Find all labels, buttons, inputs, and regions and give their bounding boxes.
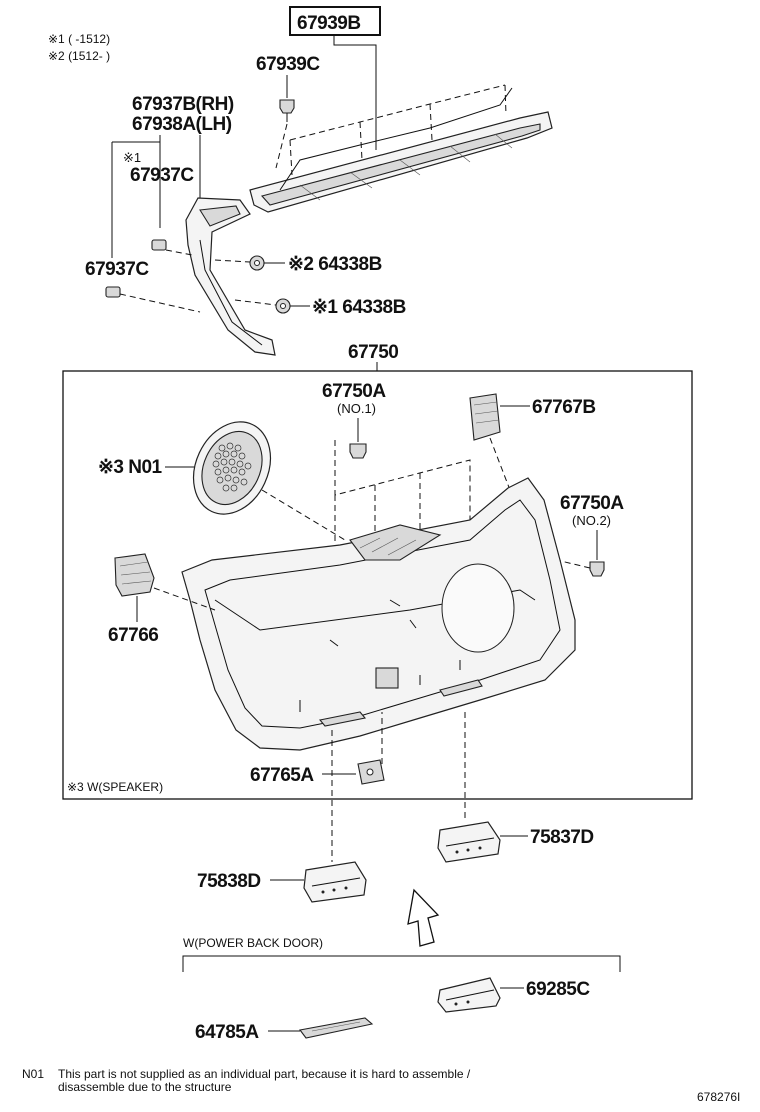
part-67766[interactable]: 67766 (108, 625, 159, 646)
part-64338B-a[interactable]: ※2 64338B (288, 254, 382, 275)
speaker-grille (192, 421, 272, 515)
dash-guide-box (334, 440, 471, 555)
part-69285C[interactable]: 69285C (526, 979, 591, 1000)
dash-clip-top (165, 249, 193, 256)
label-power-back-door: W(POWER BACK DOOR) (183, 936, 323, 950)
switch-69285C (437, 977, 501, 1013)
bracket-67766 (114, 553, 155, 597)
handle-cap-75837D (437, 821, 501, 863)
clip-67939C (279, 99, 295, 122)
part-67750A-no1[interactable]: 67750A (322, 381, 387, 402)
part-67938A[interactable]: 67938A(LH) (132, 114, 232, 135)
part-67767B[interactable]: 67767B (532, 397, 596, 418)
part-64338B-b[interactable]: ※1 64338B (312, 297, 406, 318)
power-bracket (182, 955, 621, 972)
footnote-code: N01 (22, 1067, 44, 1081)
footnote-line-2: disassemble due to the structure (58, 1080, 232, 1094)
label-no2: (NO.2) (572, 513, 611, 528)
up-arrow-icon (407, 888, 440, 947)
dash-clip-bottom (119, 293, 201, 313)
dash-67766 (153, 587, 216, 611)
part-67765A[interactable]: 67765A (250, 765, 315, 786)
nut-64338B-b (275, 298, 291, 314)
leader-67939B (333, 35, 377, 150)
clip-67937C-bottom (105, 286, 121, 298)
part-N01[interactable]: ※3 N01 (98, 457, 163, 478)
dash-nut-a (214, 259, 251, 263)
diagram-id: 678276I (697, 1090, 740, 1104)
part-67939B[interactable]: 67939B (297, 13, 361, 34)
part-67937C-bottom[interactable]: 67937C (85, 259, 150, 280)
note-2: ※2 (1512- ) (48, 49, 110, 63)
part-67937B[interactable]: 67937B(RH) (132, 94, 234, 115)
part-75838D[interactable]: 75838D (197, 871, 261, 892)
handle-cap-75838D (303, 861, 367, 903)
part-75837D[interactable]: 75837D (530, 827, 594, 848)
upper-garnish (249, 84, 553, 213)
bracket-67767B (469, 393, 501, 441)
part-67939C[interactable]: 67939C (256, 54, 321, 75)
mark-67937C-top: ※1 (123, 150, 141, 165)
back-door-trim-board (181, 477, 576, 751)
part-67750A-no2[interactable]: 67750A (560, 493, 625, 514)
note-1: ※1 ( -1512) (48, 32, 110, 46)
part-64785A[interactable]: 64785A (195, 1022, 260, 1043)
label-no1: (NO.1) (337, 401, 376, 416)
clip-67937C-top (151, 239, 167, 251)
dash-N01 (261, 489, 346, 541)
assembly-frame (62, 370, 693, 800)
dash-67939C (275, 123, 288, 169)
nut-64338B-a (249, 255, 265, 271)
clip-67765A (357, 759, 385, 785)
boxed-part-frame (289, 6, 381, 36)
label-speaker: ※3 W(SPEAKER) (67, 780, 163, 794)
lamp-64785A (299, 1017, 374, 1039)
dash-nut-b (234, 299, 277, 306)
footnote-line-1: This part is not supplied as an individu… (58, 1067, 471, 1081)
side-pillar-garnish (185, 197, 276, 356)
clip-67750A-no1 (349, 443, 367, 459)
part-67937C-top[interactable]: 67937C (130, 165, 195, 186)
clip-67750A-no2 (589, 561, 605, 577)
dash-67767B (489, 437, 511, 491)
part-67750[interactable]: 67750 (348, 342, 399, 363)
